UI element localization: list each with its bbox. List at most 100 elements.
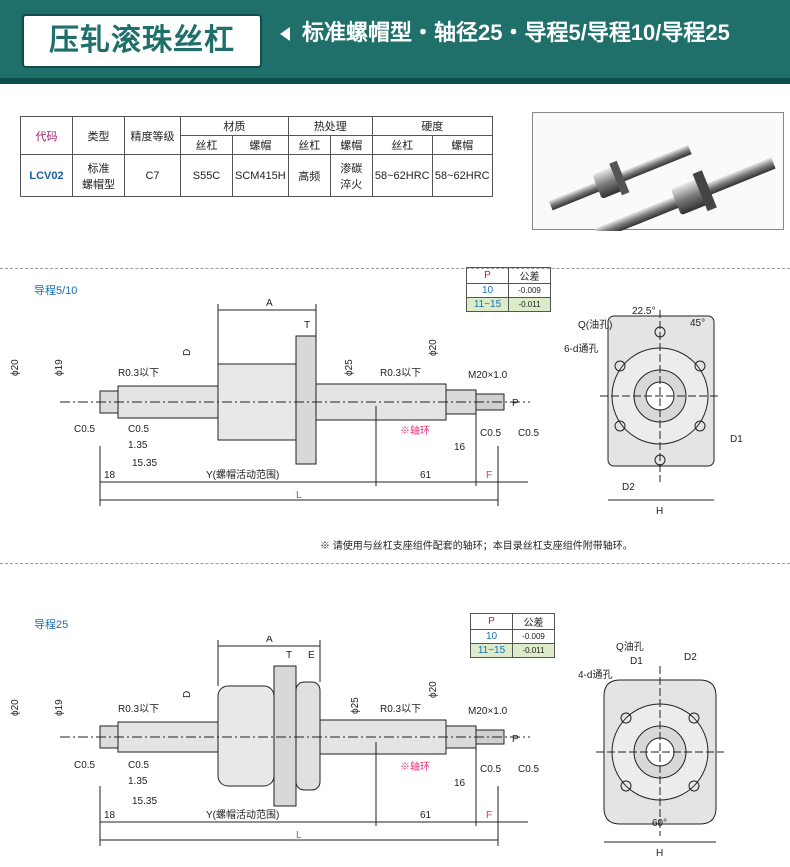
cell-precision: C7 [124, 154, 181, 197]
th-hard-nut: 螺帽 [431, 135, 493, 155]
s2-label-c05a: C0.5 [74, 760, 96, 771]
s2-front-holes: 4-d通孔 [578, 669, 612, 681]
s1-front-D2: D2 [622, 482, 635, 493]
cell-mat-screw: S55C [180, 154, 233, 197]
s1-label-A: A [266, 298, 273, 309]
ptab2-h2: 公差 [512, 613, 555, 630]
s1-label-c05d: C0.5 [518, 428, 540, 439]
cell-mat-nut: SCM415H [232, 154, 289, 197]
banner-stripe [0, 78, 790, 84]
th-hard-screw: 丝杠 [371, 135, 433, 155]
s2-front-q: Q油孔 [616, 640, 644, 653]
s1-label-16: 16 [454, 442, 466, 453]
s2-label-1535: 15.35 [132, 796, 157, 807]
cell-heat-nut-l1: 渗碳 [340, 162, 363, 175]
ptab1-h2: 公差 [508, 267, 551, 284]
s2-label-P: P [512, 734, 519, 745]
s1-label-phi19: ϕ19 [54, 359, 65, 376]
ptab2-r2: 11~15 [470, 643, 513, 658]
ball-screw-illustration [548, 144, 776, 240]
s2-label-D: D [182, 691, 193, 698]
s1-label-L: L [296, 490, 302, 501]
section2-drawing: A T E D ϕ20 ϕ19 ϕ25 ϕ20 R0.3以下 R0.3以下 M2… [10, 636, 724, 859]
s1-label-c05a: C0.5 [74, 424, 96, 435]
s2-label-axle-ring: ※轴环 [400, 760, 430, 773]
s1-label-61: 61 [420, 470, 432, 481]
title-box: 压轧滚珠丝杠 [22, 14, 262, 68]
section1-label: 导程5/10 [34, 285, 78, 297]
s2-label-c05b: C0.5 [128, 760, 150, 771]
s2-front-H: H [656, 848, 663, 859]
cell-heat-nut-l2: 淬火 [340, 178, 363, 191]
s2-label-18: 18 [104, 810, 116, 821]
s2-label-61: 61 [420, 810, 432, 821]
cell-hard-screw: 58~62HRC [371, 154, 433, 197]
s2-label-135: 1.35 [128, 776, 148, 787]
ptab1-r2: 11~15 [466, 297, 509, 312]
th-heat-screw: 丝杠 [287, 135, 331, 155]
th-type: 类型 [72, 116, 125, 155]
s1-front-a2: 45° [690, 318, 705, 329]
s1-label-phi20: ϕ20 [10, 359, 21, 376]
s2-label-16: 16 [454, 778, 466, 789]
s2-label-phi20-right: ϕ20 [428, 681, 439, 698]
s2-label-c05d: C0.5 [518, 764, 540, 775]
th-mat-nut: 螺帽 [232, 135, 289, 155]
cell-heat-nut: 渗碳淬火 [329, 154, 373, 197]
cell-type-l1: 标准 [87, 162, 110, 175]
s2-label-F: F [486, 810, 492, 821]
s2-label-c05c: C0.5 [480, 764, 502, 775]
s1-label-y: Y(螺帽活动范围) [206, 468, 279, 481]
header-banner: 压轧滚珠丝杠 标准螺帽型・轴径25・导程5/导程10/导程25 [0, 0, 790, 84]
s1-label-m20: M20×1.0 [468, 370, 508, 381]
s2-label-r03-right: R0.3以下 [380, 704, 421, 715]
s1-label-r03-right: R0.3以下 [380, 368, 421, 379]
subtitle-text: 标准螺帽型・轴径25・导程5/导程10/导程25 [302, 20, 730, 45]
s2-label-r03-left: R0.3以下 [118, 704, 159, 715]
note-text: ※ 请使用与丝杠支座组件配套的轴环；本目录丝杠支座组件附带轴环。 [320, 541, 633, 552]
s1-label-F: F [486, 470, 492, 481]
s1-label-135: 1.35 [128, 440, 148, 451]
s1-label-c05c: C0.5 [480, 428, 502, 439]
s2-label-T: T [286, 650, 292, 661]
axle-ring-note: ※ 请使用与丝杠支座组件配套的轴环；本目录丝杠支座组件附带轴环。 [320, 537, 633, 552]
s2-label-phi25: ϕ25 [350, 697, 361, 714]
s2-label-E: E [308, 650, 315, 661]
s1-label-D: D [182, 349, 193, 356]
s2-nut-end [295, 681, 321, 791]
section2-label: 导程25 [34, 619, 69, 631]
s1-front-holes: 6-d通孔 [564, 343, 598, 355]
ptab1-h1: P [466, 267, 509, 284]
s2-nut-flange [273, 665, 297, 807]
cell-type: 标准螺帽型 [72, 154, 125, 197]
divider-2 [0, 563, 790, 564]
s1-front-H: H [656, 506, 663, 517]
ptab2-h1: P [470, 613, 513, 630]
s1-nut-flange [295, 335, 317, 465]
page-subtitle: 标准螺帽型・轴径25・导程5/导程10/导程25 [280, 18, 730, 48]
s1-label-phi25: ϕ25 [344, 359, 355, 376]
s2-label-L: L [296, 830, 302, 841]
s2-label-phi19: ϕ19 [54, 699, 65, 716]
cell-code: LCV02 [20, 154, 73, 197]
cell-hard-nut: 58~62HRC [431, 154, 493, 197]
s2-front-a1: 60° [652, 818, 667, 829]
s2-label-A: A [266, 636, 273, 645]
s2-label-phi20: ϕ20 [10, 699, 21, 716]
divider-1 [0, 268, 790, 269]
s2-front-D1: D1 [630, 656, 643, 667]
cell-heat-screw: 高频 [287, 154, 331, 197]
s1-front-a1: 22.5° [632, 306, 655, 317]
s2-front-view [596, 666, 724, 843]
th-material: 材质 [180, 116, 289, 136]
s1-front-D1: D1 [730, 434, 743, 445]
s2-label-y: Y(螺帽活动范围) [206, 808, 279, 821]
s1-label-c05b: C0.5 [128, 424, 150, 435]
s1-front-q: Q(油孔) [578, 318, 612, 331]
cell-type-l2: 螺帽型 [82, 178, 115, 191]
page-title: 压轧滚珠丝杠 [49, 24, 235, 57]
s1-label-r03-left: R0.3以下 [118, 368, 159, 379]
s1-label-phi20-right: ϕ20 [428, 339, 439, 356]
s1-label-P: P [512, 398, 519, 409]
